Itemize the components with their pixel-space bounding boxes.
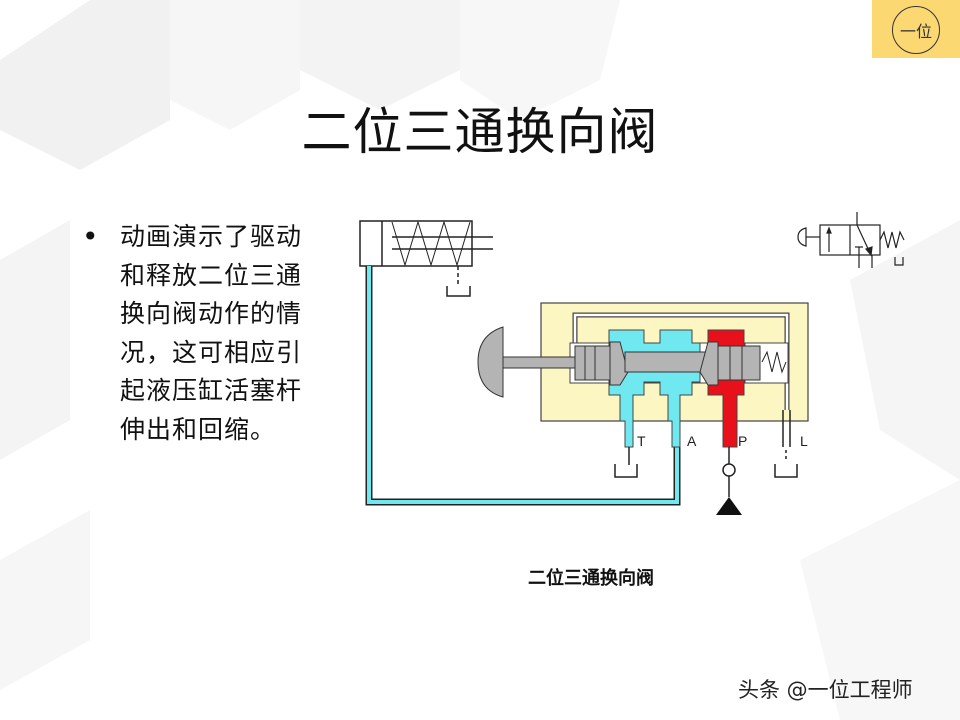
tank-l	[774, 464, 798, 478]
pump-triangle	[716, 497, 742, 515]
watermark: 头条 @一位工程师	[738, 678, 913, 702]
check-valve	[722, 463, 736, 477]
return-spring	[761, 350, 787, 374]
port-label-l: L	[800, 433, 808, 449]
hydraulic-cylinder	[359, 220, 493, 297]
diagram-caption: 二位三通换向阀	[528, 568, 654, 589]
bullet-text: 动画演示了驱动和释放二位三通换向阀动作的情况，这可相应引起液压缸活塞杆伸出和回缩…	[120, 222, 303, 444]
slide-title: 二位三通换向阀	[301, 103, 659, 161]
tank-t	[614, 464, 638, 478]
brand-logo: 一位	[872, 0, 960, 58]
port-label-a: A	[687, 433, 697, 449]
port-label-p: P	[738, 433, 747, 449]
valve-spool	[477, 326, 761, 398]
push-button-knob	[477, 326, 504, 398]
logo-badge: 一位	[892, 6, 940, 54]
port-label-t: T	[637, 433, 646, 449]
valve-symbol	[797, 212, 905, 268]
bullet-icon: •	[82, 220, 99, 253]
